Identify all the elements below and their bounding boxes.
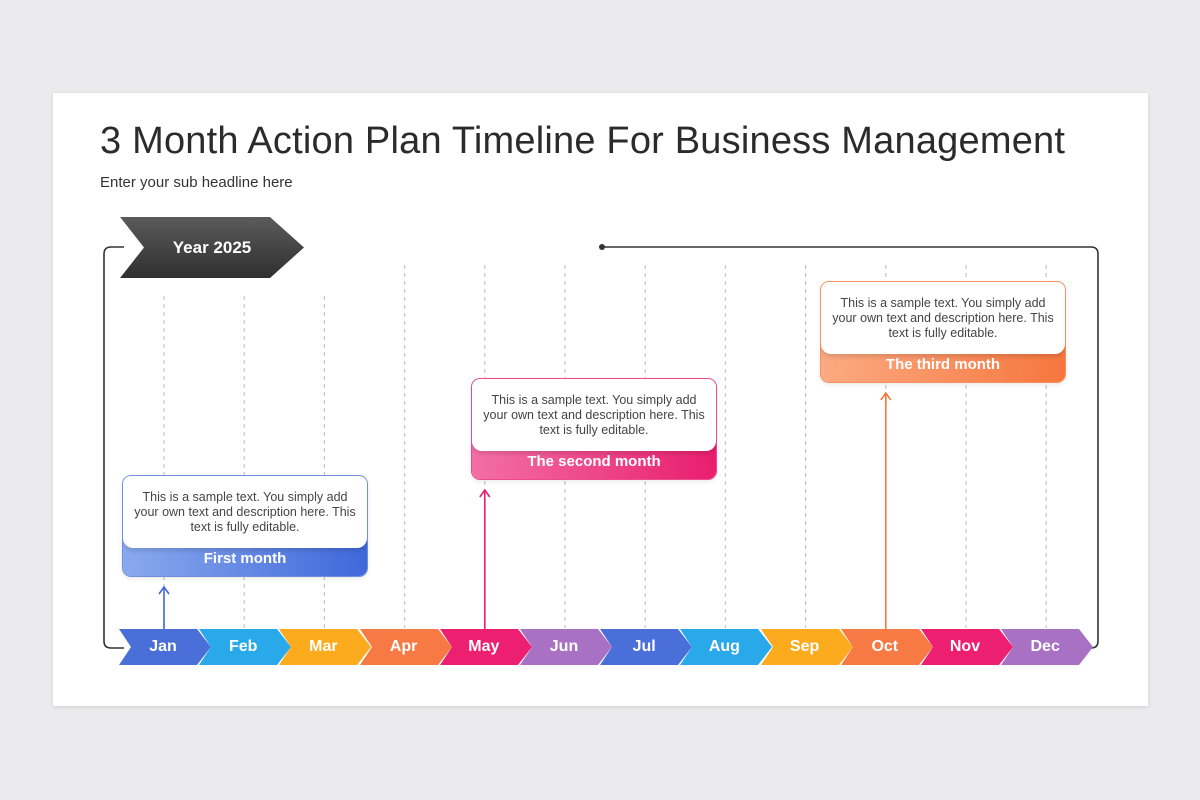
month-arrow-nov: Nov bbox=[921, 629, 1013, 665]
month-arrow-jul: Jul bbox=[600, 629, 693, 665]
milestone-card-3: This is a sample text. You simply add yo… bbox=[820, 281, 1066, 383]
month-label: Jun bbox=[549, 638, 579, 655]
connector-arrow-may bbox=[479, 488, 491, 629]
month-label: May bbox=[468, 638, 500, 655]
connector-arrow-oct bbox=[880, 391, 892, 629]
month-label: Feb bbox=[228, 638, 258, 655]
slide-title: 3 Month Action Plan Timeline For Busines… bbox=[100, 120, 1066, 162]
month-arrow-dec: Dec bbox=[1001, 629, 1094, 665]
month-label: Mar bbox=[309, 638, 338, 655]
month-label: Nov bbox=[949, 638, 981, 655]
slide-subtitle: Enter your sub headline here bbox=[100, 174, 293, 191]
month-arrow-sep: Sep bbox=[760, 629, 853, 665]
month-arrow-oct: Oct bbox=[840, 629, 933, 665]
card-description: This is a sample text. You simply add yo… bbox=[821, 282, 1065, 354]
frame-right-bracket bbox=[602, 246, 1099, 649]
card-connectors bbox=[158, 391, 892, 629]
month-label: Jan bbox=[149, 638, 177, 655]
year-label: Year 2025 bbox=[172, 238, 252, 257]
month-arrow-may: May bbox=[439, 629, 532, 665]
frame-left-bracket bbox=[103, 246, 124, 649]
month-label: Sep bbox=[789, 638, 820, 655]
month-arrow-aug: Aug bbox=[680, 629, 773, 665]
month-arrow-apr: Apr bbox=[359, 629, 452, 665]
milestone-card-2: This is a sample text. You simply add yo… bbox=[471, 378, 717, 480]
month-arrow-mar: Mar bbox=[279, 629, 372, 665]
card-description: This is a sample text. You simply add yo… bbox=[123, 476, 367, 548]
month-arrow-jun: Jun bbox=[520, 629, 612, 665]
milestone-card-1: This is a sample text. You simply add yo… bbox=[122, 475, 368, 577]
month-label: Aug bbox=[708, 638, 740, 655]
month-label: Oct bbox=[871, 638, 899, 655]
month-label: Dec bbox=[1030, 638, 1060, 655]
connector-arrow-jan bbox=[158, 585, 170, 629]
month-label: Apr bbox=[389, 638, 418, 655]
card-description: This is a sample text. You simply add yo… bbox=[472, 379, 716, 451]
frame-start-dot bbox=[599, 244, 605, 250]
year-arrow: Year 2025 bbox=[120, 217, 304, 278]
month-arrow-jan: Jan bbox=[119, 629, 211, 665]
month-arrow-feb: Feb bbox=[199, 629, 292, 665]
month-label: Jul bbox=[632, 638, 656, 655]
